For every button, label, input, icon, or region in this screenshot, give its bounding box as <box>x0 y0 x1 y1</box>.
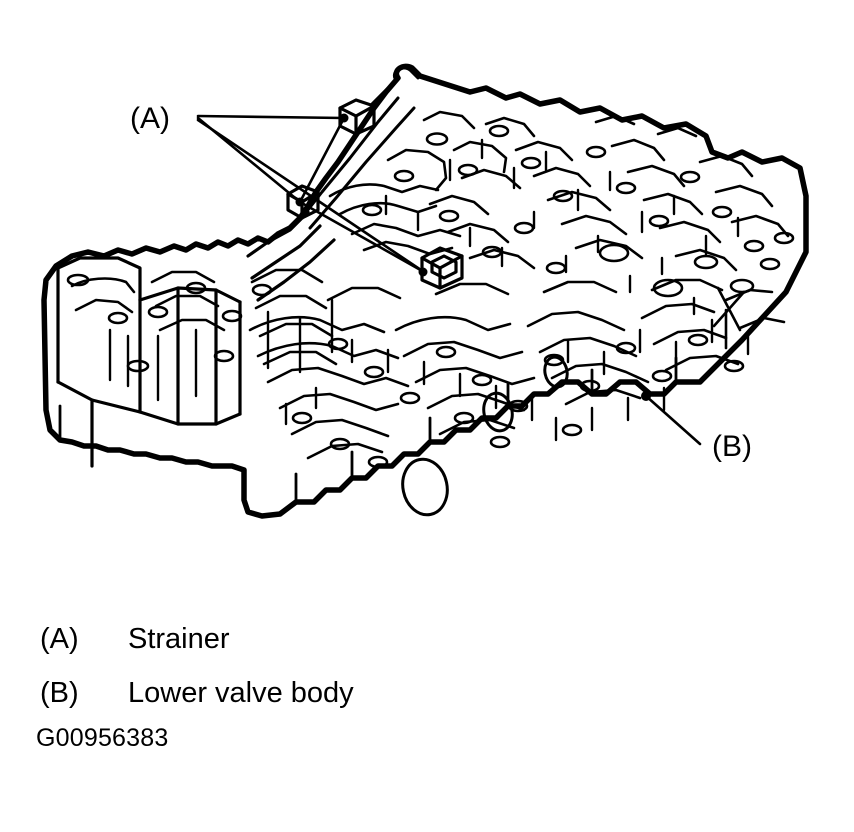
strainer-block-3 <box>420 246 464 290</box>
strainer-block-1 <box>338 98 376 136</box>
top-lug-boss <box>370 66 420 106</box>
callout-b-leader <box>644 394 702 446</box>
body-side-walls <box>58 166 808 504</box>
lower-deck-ribs <box>284 318 750 442</box>
lower-deck-channels <box>248 278 786 460</box>
large-bore-ports <box>401 355 569 517</box>
valve-body-outline <box>41 63 809 519</box>
lower-left-raised-block <box>56 256 242 468</box>
upper-deck-ports <box>361 124 795 298</box>
callout-label-b: (B) <box>712 430 752 463</box>
callout-a-leaders <box>196 114 426 274</box>
callout-b-target-dot <box>641 391 651 401</box>
legend-row-b: (B) Lower valve body <box>40 666 600 720</box>
callout-label-a: (A) <box>130 102 170 135</box>
strainer-block-2 <box>286 184 320 220</box>
upper-deck-ribs <box>384 138 740 316</box>
lower-left-block-ports <box>66 273 273 373</box>
legend: (A) Strainer (B) Lower valve body <box>40 612 600 720</box>
legend-key-b: (B) <box>40 677 79 709</box>
legend-row-a: (A) Strainer <box>40 612 600 666</box>
legend-description-b: Lower valve body <box>128 677 354 709</box>
strainer-target-dot-1 <box>339 113 349 123</box>
right-edge-crosshair <box>712 286 746 350</box>
legend-description-a: Strainer <box>128 623 230 655</box>
figure-id-code: G00956383 <box>36 724 169 752</box>
legend-key-a: (A) <box>40 623 79 655</box>
lower-deck-ports <box>291 333 745 469</box>
